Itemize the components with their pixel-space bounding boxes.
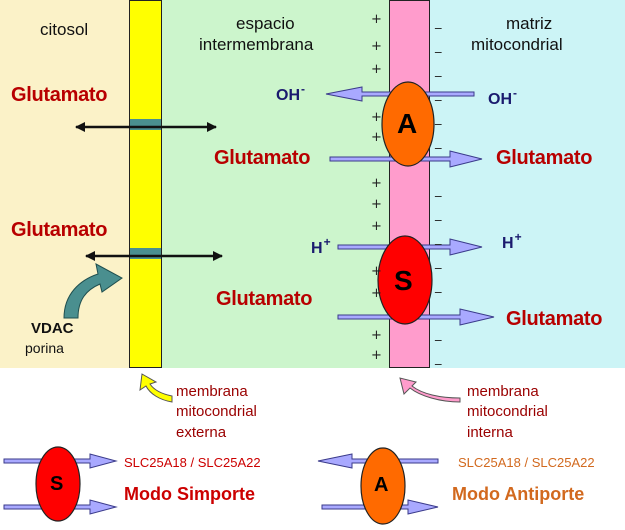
minus-sign: _ xyxy=(435,255,442,270)
minus-sign: _ xyxy=(435,15,442,30)
antiporte-gene-label: SLC25A18 / SLC25A22 xyxy=(458,455,595,470)
outer-membrane-caption-3: externa xyxy=(176,424,227,441)
inner-membrane-pointer xyxy=(399,377,461,403)
plus-sign: + xyxy=(371,12,382,27)
symporter-letter: S xyxy=(394,265,413,296)
minus-sign: _ xyxy=(435,351,442,366)
inner-membrane-caption-1: membrana xyxy=(467,383,539,400)
simporte-mode-label: Modo Simporte xyxy=(124,484,255,504)
inner-membrane-caption-3: interna xyxy=(467,424,513,441)
glutamato-matrix-1: Glutamato xyxy=(496,147,593,169)
glutamato-citosol-1: Glutamato xyxy=(11,84,108,106)
legend-antiporter-letter: A xyxy=(374,474,389,496)
oh-ion-matrix: OH- xyxy=(488,86,517,108)
glutamato-matrix-2: Glutamato xyxy=(506,308,603,330)
glutamato-citosol-2: Glutamato xyxy=(11,219,108,241)
intermembrane-title-line2: intermembrana xyxy=(199,35,314,54)
h-ion-ims: H+ xyxy=(311,235,331,257)
minus-sign: _ xyxy=(435,63,442,78)
antiporter-oval xyxy=(381,81,435,167)
minus-sign: _ xyxy=(435,135,442,150)
outer-membrane xyxy=(129,0,162,368)
antiporter-letter: A xyxy=(397,108,418,139)
plus-sign: + xyxy=(371,39,382,54)
plus-sign: + xyxy=(371,197,382,212)
matrix-title-line1: matriz xyxy=(506,14,553,33)
glutamato-ims-1: Glutamato xyxy=(214,147,311,169)
h-ion-matrix: H+ xyxy=(502,230,522,252)
minus-sign: _ xyxy=(435,87,442,102)
minus-sign: _ xyxy=(435,231,442,246)
outer-membrane-caption-1: membrana xyxy=(176,383,248,400)
plus-sign: + xyxy=(371,286,382,301)
plus-sign: + xyxy=(371,176,382,191)
minus-sign: _ xyxy=(435,39,442,54)
porina-label: porina xyxy=(25,340,64,356)
oh-ion-ims: OH- xyxy=(276,82,305,104)
minus-sign: _ xyxy=(435,207,442,222)
minus-sign: _ xyxy=(435,279,442,294)
matrix-title-line2: mitocondrial xyxy=(471,35,563,54)
legend-antiporter-oval xyxy=(360,447,406,525)
plus-sign: + xyxy=(371,264,382,279)
plus-sign: + xyxy=(371,219,382,234)
symporter-oval xyxy=(377,235,433,325)
glutamato-ims-2: Glutamato xyxy=(216,288,313,310)
plus-sign: + xyxy=(371,110,382,125)
minus-sign: _ xyxy=(435,327,442,342)
legend-symporter-oval xyxy=(35,446,81,522)
plus-sign: + xyxy=(371,130,382,145)
minus-sign: _ xyxy=(435,111,442,126)
plus-sign: + xyxy=(371,348,382,363)
vdac-pointer-arrow xyxy=(63,263,123,319)
vdac-label: VDAC xyxy=(31,320,74,337)
simporte-gene-label: SLC25A18 / SLC25A22 xyxy=(124,455,261,470)
inner-membrane-caption-2: mitocondrial xyxy=(467,403,548,420)
minus-sign: _ xyxy=(435,183,442,198)
outer-membrane-caption-2: mitocondrial xyxy=(176,403,257,420)
plus-sign: + xyxy=(371,328,382,343)
intermembrane-region xyxy=(130,0,389,368)
legend-symporter-letter: S xyxy=(50,473,64,495)
antiporte-mode-label: Modo Antiporte xyxy=(452,484,585,504)
plus-sign: + xyxy=(371,62,382,77)
citosol-title: citosol xyxy=(40,20,89,39)
intermembrane-title-line1: espacio xyxy=(236,14,295,33)
outer-membrane-pointer xyxy=(139,373,173,403)
